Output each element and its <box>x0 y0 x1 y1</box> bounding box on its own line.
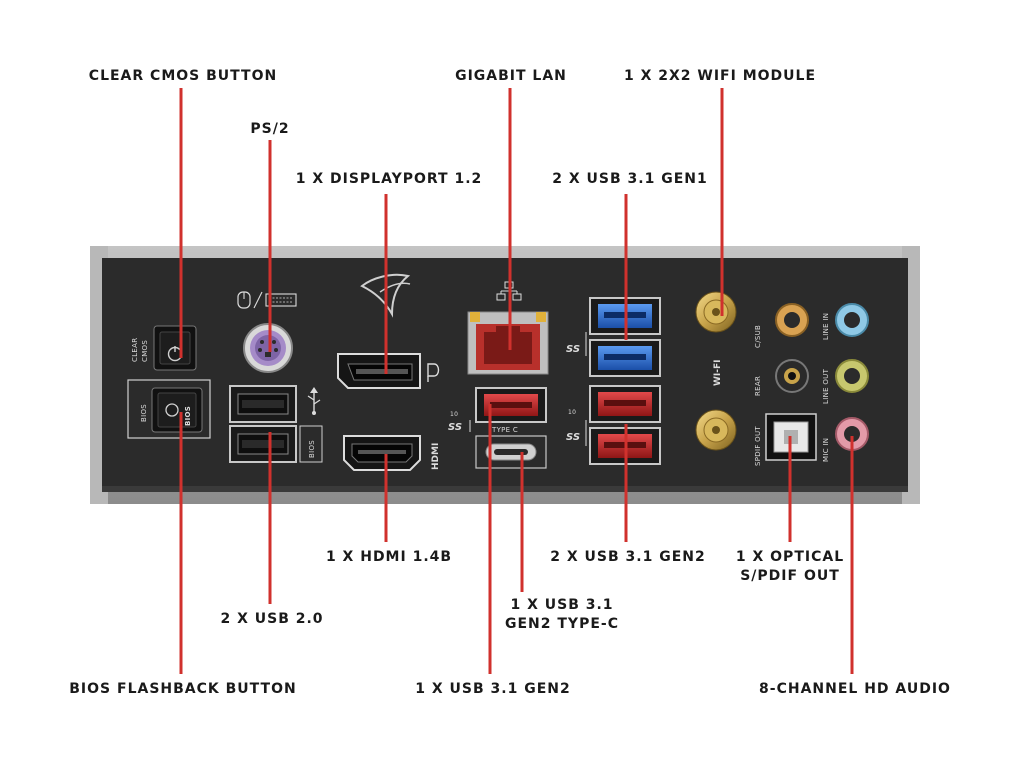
callout-bios-flashback: BIOS FLASHBACK BUTTON <box>69 681 297 697</box>
mic-in-label: MIC IN <box>822 438 830 462</box>
callout-usb31-gen1: 2 X USB 3.1 GEN1 <box>552 171 708 187</box>
svg-text:10: 10 <box>450 411 458 418</box>
usb31-gen2-port-top[interactable] <box>589 385 661 423</box>
svg-text:SS: SS <box>566 432 580 443</box>
callout-clear-cmos: CLEAR CMOS BUTTON <box>88 68 278 84</box>
callout-typec-line1: 1 X USB 3.1 <box>510 597 614 613</box>
usb-trident-icon <box>307 387 321 415</box>
callout-displayport: 1 X DISPLAYPORT 1.2 <box>295 171 483 187</box>
bios-usb-label: BIOS <box>308 440 316 458</box>
refresh-icon <box>165 403 179 417</box>
callout-typec: 1 X USB 3.1 GEN2 TYPE-C <box>472 596 652 634</box>
clear-cmos-label-top: CLEAR <box>131 338 139 362</box>
line-out-label: LINE OUT <box>822 368 830 404</box>
callout-optical-line1: 1 X OPTICAL <box>735 549 845 565</box>
clear-cmos-label-bottom: CMOS <box>141 340 149 362</box>
bios-button-label: BIOS <box>184 406 192 426</box>
callout-usb31-gen2-pair: 2 X USB 3.1 GEN2 <box>550 549 706 565</box>
mouse-keyboard-icon <box>237 291 297 309</box>
callout-optical-line2: S/PDIF OUT <box>740 568 840 584</box>
audio-rear-jack[interactable] <box>775 359 809 393</box>
svg-text:SS: SS <box>566 344 580 355</box>
wifi-antenna-bottom[interactable] <box>695 409 737 451</box>
csub-label: C/SUB <box>754 325 762 348</box>
wifi-antenna-top[interactable] <box>695 291 737 333</box>
callout-gigabit-lan: GIGABIT LAN <box>455 68 567 84</box>
audio-line-in-jack[interactable] <box>835 303 869 337</box>
bios-side-label: BIOS <box>140 404 148 422</box>
callout-optical: 1 X OPTICAL S/PDIF OUT <box>700 548 880 586</box>
gigabit-lan-port[interactable] <box>467 311 549 375</box>
usb20-port-top[interactable] <box>229 385 297 423</box>
typec-label: TYPE C <box>491 426 518 434</box>
rear-label: REAR <box>754 376 762 396</box>
ps2-port[interactable] <box>243 323 293 373</box>
callout-hd-audio: 8-CHANNEL HD AUDIO <box>759 681 951 697</box>
displayport-icon <box>427 363 440 382</box>
callout-usb31-gen2-single: 1 X USB 3.1 GEN2 <box>415 681 571 697</box>
callout-wifi-module: 1 X 2X2 WIFI MODULE <box>623 68 817 84</box>
bios-flashback-button[interactable] <box>127 379 211 439</box>
superspeed-icon: SS <box>566 332 587 356</box>
audio-csub-jack[interactable] <box>775 303 809 337</box>
callout-lines <box>179 88 854 674</box>
usb31-gen1-port-bottom[interactable] <box>589 339 661 377</box>
usb31-gen2-port[interactable] <box>475 387 547 423</box>
wifi-label: WI-FI <box>713 359 723 386</box>
hdmi-port[interactable] <box>343 435 421 471</box>
audio-line-out-jack[interactable] <box>835 359 869 393</box>
svg-text:10: 10 <box>568 409 576 416</box>
superspeed-10-icon-a: 10 SS <box>448 411 471 433</box>
callout-typec-line2: GEN2 TYPE-C <box>505 616 619 632</box>
displayport-port[interactable] <box>337 353 421 389</box>
svg-text:SS: SS <box>448 422 462 433</box>
spdif-out-label: SPDIF OUT <box>754 426 762 466</box>
callout-usb20: 2 X USB 2.0 <box>220 611 324 627</box>
callout-hdmi: 1 X HDMI 1.4B <box>325 549 453 565</box>
hdmi-label: HDMI <box>431 443 441 470</box>
callout-ps2: PS/2 <box>250 121 290 137</box>
line-in-label: LINE IN <box>822 313 830 340</box>
superspeed-10-icon-b: 10 SS <box>566 409 587 446</box>
audio-mic-in-jack[interactable] <box>835 417 869 451</box>
rog-logo <box>360 273 411 318</box>
clear-cmos-button[interactable] <box>153 325 197 371</box>
usb20-port-bottom[interactable] <box>229 425 323 463</box>
